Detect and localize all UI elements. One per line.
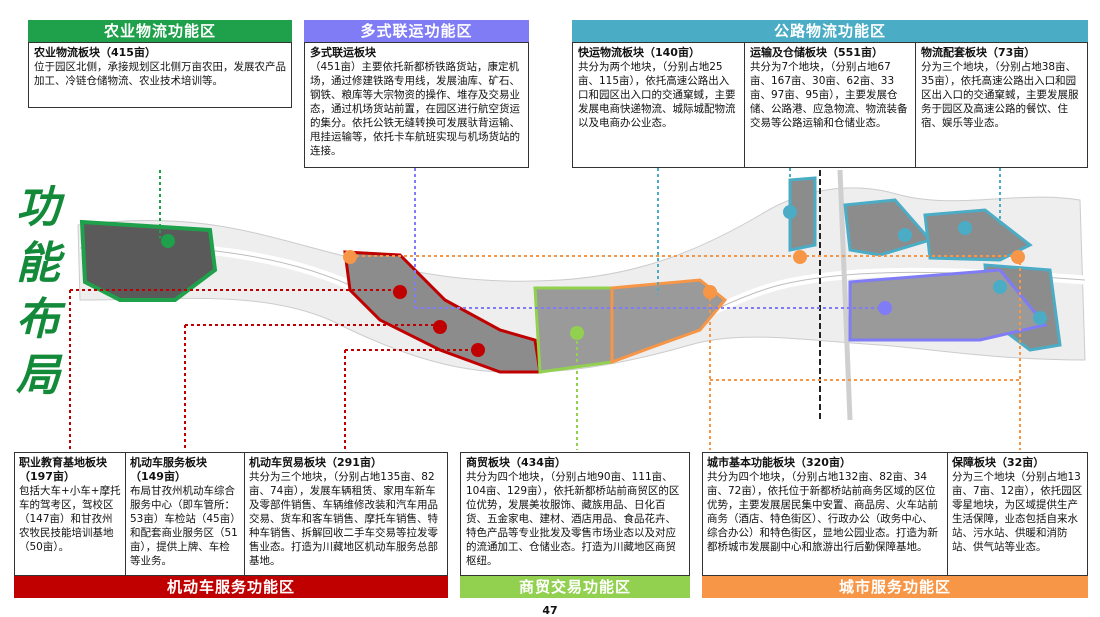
vertical-title-char: 布 [16, 294, 60, 345]
page-number: 47 [542, 604, 558, 617]
trade-zone-banner: 商贸交易功能区 [460, 576, 690, 598]
vertical-title-char: 能 [16, 238, 60, 289]
marker-motor-2 [433, 320, 447, 334]
vocational-block: 职业教育基地板块（197亩） 包括大车+小车+摩托车的驾考区，驾校区（147亩）… [15, 453, 125, 575]
block-body: 布局甘孜州机动车综合服务中心（即车管所：53亩）车检站（45亩）和配套商业服务区… [130, 485, 238, 567]
vertical-title-char: 功 [16, 182, 60, 233]
marker-highway-2 [898, 228, 912, 242]
marker-highway-1 [783, 205, 797, 219]
support-service-block: 保障板块（32亩） 分为三个地块（分别占地13亩、7亩、12亩），依托园区零星地… [948, 453, 1087, 575]
express-block: 快运物流板块（140亩） 共分为两个地块，（分别占地25亩、115亩），依托高速… [573, 43, 744, 167]
divider [744, 43, 745, 167]
motor-blocks-box: 职业教育基地板块（197亩） 包括大车+小车+摩托车的驾考区，驾校区（147亩）… [14, 452, 448, 576]
terrain-background [77, 187, 1086, 373]
road-vertical [837, 169, 853, 421]
block-title: 多式联运板块 [310, 46, 376, 59]
marker-city-2 [703, 285, 717, 299]
multimodal-zone-banner: 多式联运功能区 [304, 20, 529, 42]
marker-city-4 [1011, 250, 1025, 264]
vehicle-trade-block: 机动车贸易板块（291亩） 共分为三个地块，（分别占地135亩、82亩、74亩）… [245, 453, 447, 575]
block-title: 保障板块（32亩） [952, 456, 1045, 469]
zone-highway-area-1 [788, 176, 817, 252]
marker-agri [161, 234, 175, 248]
vehicle-service-block: 机动车服务板块（149亩） 布局甘孜州机动车综合服务中心（即车管所：53亩）车检… [126, 453, 244, 575]
divider [947, 453, 948, 575]
vertical-title: 功 能 布 局 [8, 180, 68, 404]
support-block: 物流配套板块（73亩） 分为三个地块，（分别占地38亩、35亩），依托高速公路出… [916, 43, 1087, 167]
marker-multimodal [878, 301, 892, 315]
block-title: 农业物流板块（415亩） [34, 46, 156, 59]
marker-highway-3 [958, 221, 972, 235]
warehouse-block: 运输及仓储板块（551亩） 共分为7个地块，（分别占地67亩、167亩、30亩、… [745, 43, 915, 167]
agri-zone-banner: 农业物流功能区 [28, 20, 292, 42]
zone-city-area [610, 278, 728, 365]
marker-trade [570, 326, 584, 340]
highway-blocks-box: 快运物流板块（140亩） 共分为两个地块，（分别占地25亩、115亩），依托高速… [572, 42, 1088, 168]
block-title: 物流配套板块（73亩） [921, 46, 1036, 59]
marker-motor-3 [471, 343, 485, 357]
marker-highway-5 [1033, 311, 1047, 325]
city-blocks-box: 城市基本功能板块（320亩） 共分为四个地块，（分别占地132亩、82亩、34亩… [702, 452, 1088, 576]
block-body: 包括大车+小车+摩托车的驾考区，驾校区（147亩）和甘孜州农牧民技能培训基地 （… [19, 485, 121, 553]
block-title: 快运物流板块（140亩） [578, 46, 700, 59]
divider [244, 453, 245, 575]
block-body: 共分为三个地块，（分别占地135亩、82亩、74亩），发展车辆租赁、家用车新车及… [249, 471, 438, 567]
divider [125, 453, 126, 575]
city-basic-block: 城市基本功能板块（320亩） 共分为四个地块，（分别占地132亩、82亩、34亩… [703, 453, 947, 575]
block-body: 分为三个地块（分别占地13亩、7亩、12亩），依托园区零星地块，为区域提供生产生… [952, 471, 1083, 553]
zone-agri-area [79, 219, 218, 302]
marker-city-1 [343, 250, 357, 264]
block-body: （451亩）主要依托新都桥铁路货站，康定机场，通过修建铁路专用线，发展油库、矿石… [310, 61, 520, 157]
block-title: 职业教育基地板块（197亩） [19, 456, 107, 483]
divider [915, 43, 916, 167]
marker-motor-1 [393, 285, 407, 299]
block-title: 城市基本功能板块（320亩） [707, 456, 851, 469]
block-body: 共分为两个地块，（分别占地25亩、115亩），依托高速公路出入口和园区出入口的交… [578, 61, 736, 129]
block-title: 运输及仓储板块（551亩） [750, 46, 883, 59]
block-body: 共分为四个地块，（分别占地90亩、111亩、104亩、129亩），依托新都桥站前… [466, 471, 680, 567]
block-title: 机动车贸易板块（291亩） [249, 456, 382, 469]
agri-block-box: 农业物流板块（415亩） 位于园区北侧，承接规划区北侧万亩农田，发展农产品加工、… [28, 42, 292, 108]
block-body: 分为三个地块，（分别占地38亩、35亩），依托高速公路出入口和园区出入口的交通窠… [921, 61, 1079, 129]
block-body: 共分为四个地块，（分别占地132亩、82亩、34亩、72亩），依托位于新都桥站前… [707, 471, 938, 553]
multimodal-block-box: 多式联运板块 （451亩）主要依托新都桥铁路货站，康定机场，通过修建铁路专用线，… [304, 42, 529, 168]
marker-highway-4 [993, 280, 1007, 294]
vertical-title-char: 局 [16, 350, 60, 401]
block-title: 商贸板块（434亩） [466, 456, 566, 469]
motor-zone-banner: 机动车服务功能区 [14, 576, 448, 598]
block-title: 机动车服务板块（149亩） [130, 456, 207, 483]
trade-block-box: 商贸板块（434亩） 共分为四个地块，（分别占地90亩、111亩、104亩、12… [460, 452, 690, 576]
block-body: 位于园区北侧，承接规划区北侧万亩农田，发展农产品加工、冷链仓储物流、农业技术培训… [34, 61, 286, 87]
marker-city-3 [793, 250, 807, 264]
zone-highway-area-2 [843, 198, 933, 257]
city-zone-banner: 城市服务功能区 [702, 576, 1088, 598]
highway-zone-banner: 公路物流功能区 [572, 20, 1088, 42]
block-body: 共分为7个地块，（分别占地67亩、167亩、30亩、62亩、33亩、97亩、95… [750, 61, 908, 129]
